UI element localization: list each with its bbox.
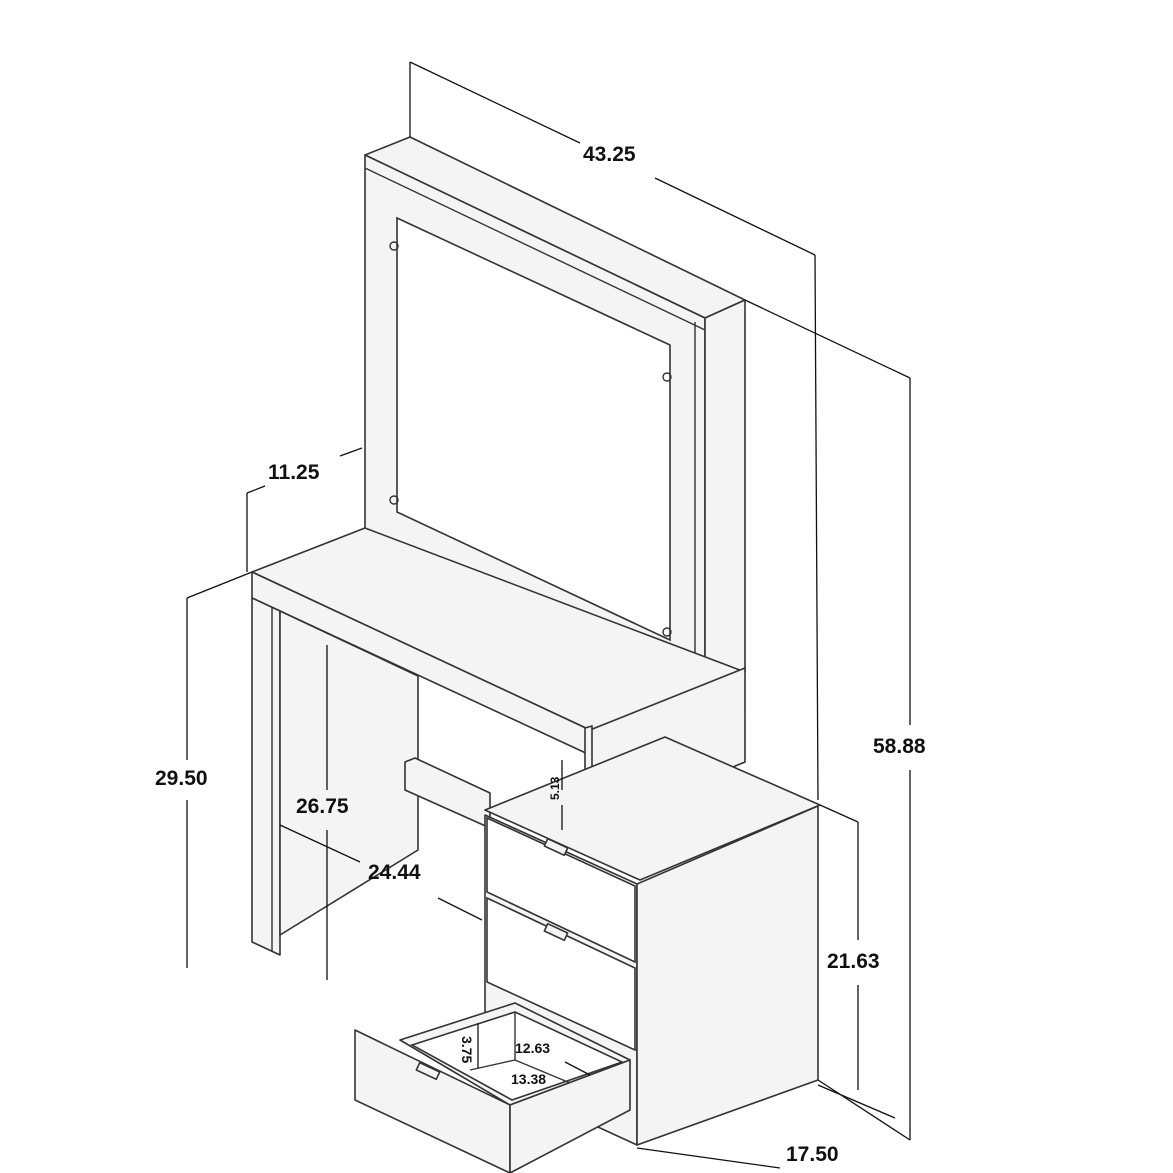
- desk-height-label: 29.50: [155, 767, 208, 790]
- drawer-2[interactable]: [486, 896, 636, 1052]
- overall-height-label: 58.88: [873, 735, 926, 758]
- shelf-clearance-label: 5.13: [548, 776, 562, 800]
- drawer-width-label: 13.38: [511, 1071, 547, 1087]
- left-leg: [251, 597, 419, 956]
- knee-clearance-label: 26.75: [296, 795, 349, 818]
- knee-width-label: 24.44: [368, 861, 421, 884]
- depth-label: 17.50: [786, 1143, 839, 1166]
- drawer-1[interactable]: [486, 816, 636, 964]
- drawer-height-label: 3.75: [459, 1036, 475, 1064]
- mirror-hutch: [364, 136, 746, 691]
- mirror-depth-label: 11.25: [268, 461, 320, 484]
- drawer-depth-label: 12.63: [515, 1040, 551, 1056]
- overall-width-label: 43.25: [583, 143, 636, 166]
- mirror: [396, 216, 671, 642]
- cabinet-height-label: 21.63: [827, 950, 880, 973]
- dimension-lines: [186, 61, 911, 1169]
